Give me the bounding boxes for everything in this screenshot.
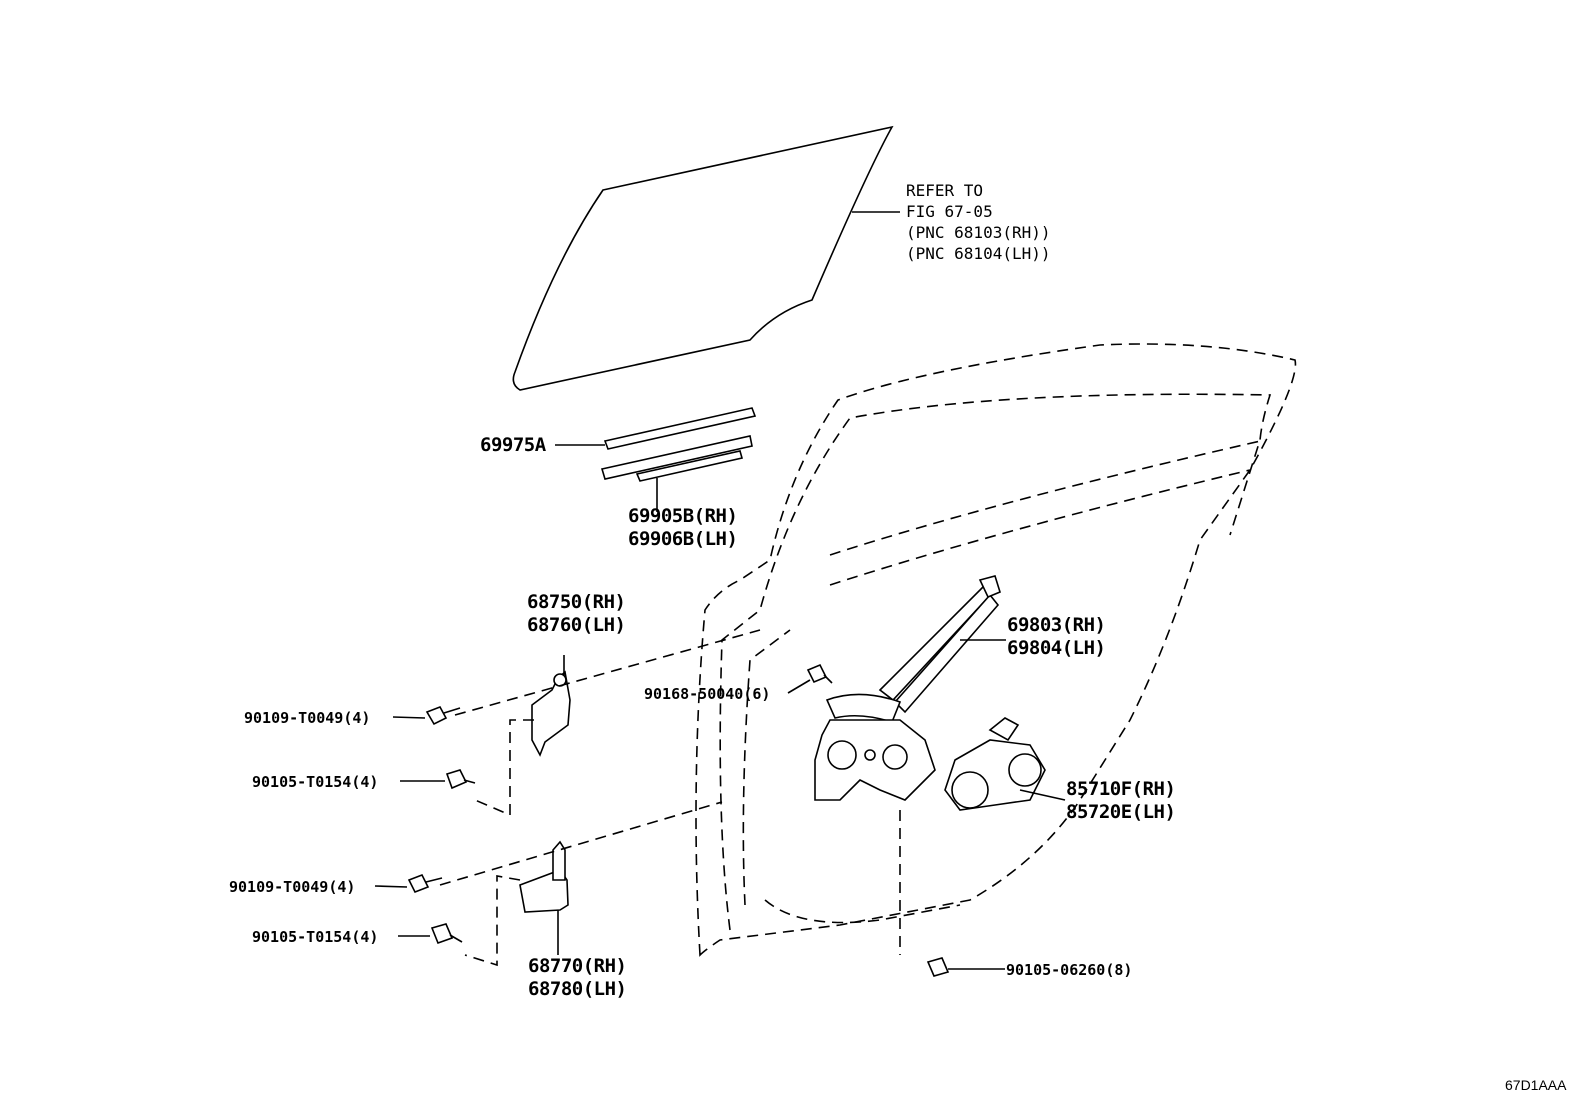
bolt-90168[interactable] — [806, 663, 833, 684]
bolt-90105-lower[interactable] — [430, 923, 463, 945]
label-90168[interactable]: 90168-50040(6) — [644, 685, 770, 703]
label-69906b[interactable]: 69906B(LH) — [628, 528, 738, 550]
label-90105-lower[interactable]: 90105-T0154(4) — [252, 928, 378, 946]
leader-90109-lower — [374, 885, 408, 888]
label-69975a[interactable]: 69975A — [480, 434, 547, 456]
label-68770[interactable]: 68770(RH) — [528, 955, 627, 977]
regulator-motor[interactable] — [944, 717, 1046, 811]
label-68750[interactable]: 68750(RH) — [527, 591, 626, 613]
label-68780[interactable]: 68780(LH) — [528, 978, 627, 1000]
door-outline — [695, 343, 1297, 957]
leader-90109-upper — [392, 716, 426, 719]
dash-lower-hinge — [464, 875, 521, 967]
figure-code: 67D1AAA — [1505, 1077, 1567, 1093]
bolt-90105-06260[interactable] — [926, 957, 950, 977]
dash-upper-hinge — [474, 719, 534, 817]
label-85710f[interactable]: 85710F(RH) — [1066, 778, 1176, 800]
label-68760[interactable]: 68760(LH) — [527, 614, 626, 636]
label-90109-upper[interactable]: 90109-T0049(4) — [244, 709, 370, 727]
label-glass-ref-4: (PNC 68104(LH)) — [906, 244, 1051, 263]
label-90109-lower[interactable]: 90109-T0049(4) — [229, 878, 355, 896]
window-regulator[interactable] — [814, 575, 1001, 801]
label-90105-upper[interactable]: 90105-T0154(4) — [252, 773, 378, 791]
bolt-90109-upper[interactable] — [425, 706, 461, 726]
label-69803[interactable]: 69803(RH) — [1007, 614, 1106, 636]
door-glass[interactable] — [512, 125, 894, 391]
label-85720e[interactable]: 85720E(LH) — [1066, 801, 1176, 823]
leader-90168 — [787, 679, 811, 694]
label-glass-ref-3: (PNC 68103(RH)) — [906, 223, 1051, 242]
bolt-90109-lower[interactable] — [407, 873, 443, 894]
bolt-90105-upper[interactable] — [445, 769, 476, 790]
label-glass-ref-2: FIG 67-05 — [906, 202, 993, 221]
label-69804[interactable]: 69804(LH) — [1007, 637, 1106, 659]
label-glass-ref-1: REFER TO — [906, 181, 983, 200]
leader-85710f — [1019, 789, 1066, 801]
bolt-axis-lower — [439, 801, 723, 886]
label-69905b[interactable]: 69905B(RH) — [628, 505, 738, 527]
label-90105-06260[interactable]: 90105-06260(8) — [1006, 961, 1132, 979]
run-channel-strip[interactable] — [600, 407, 757, 482]
lower-hinge[interactable] — [519, 840, 569, 913]
